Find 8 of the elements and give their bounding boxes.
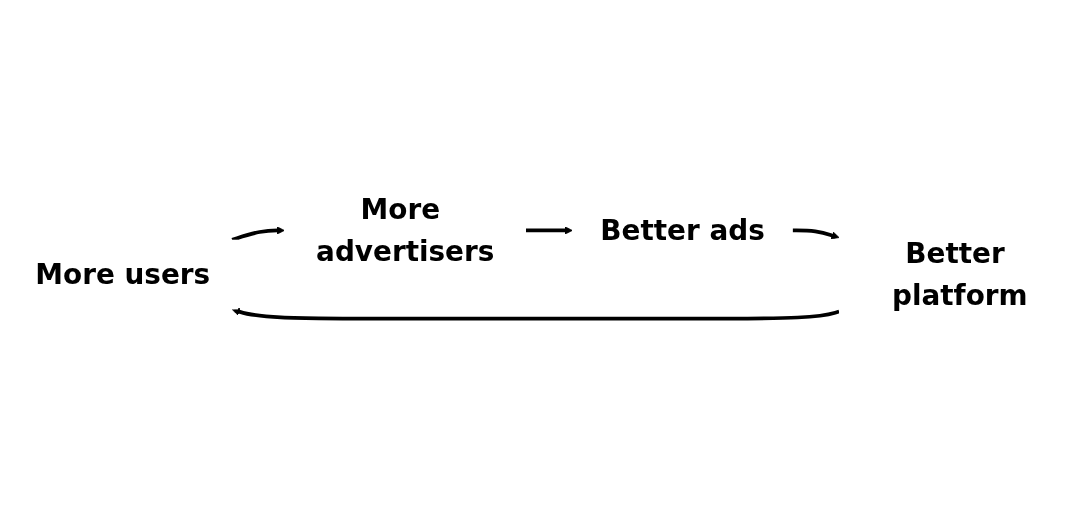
node-text: Better platform <box>891 237 1028 312</box>
node-text: Better ads <box>600 214 765 247</box>
arrow <box>231 307 840 321</box>
node-text: More users <box>35 258 211 291</box>
arrow <box>526 226 573 235</box>
arrow <box>231 226 285 242</box>
node-text: More advertisers <box>316 193 495 268</box>
arrow <box>792 228 840 240</box>
